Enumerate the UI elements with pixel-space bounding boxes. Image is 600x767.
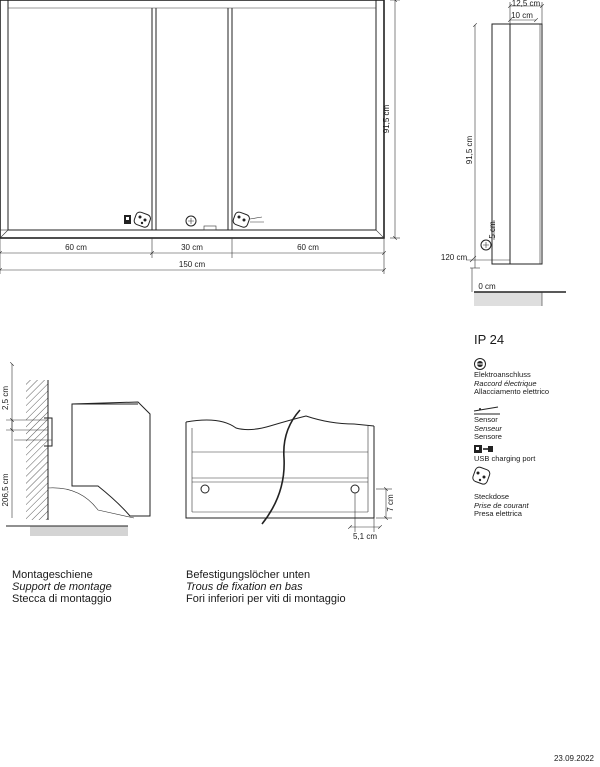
- caption-de: Montageschiene: [12, 569, 93, 581]
- side-socket-offset-label: 5 cm: [488, 221, 497, 239]
- floor-plate: [474, 292, 542, 306]
- socket-icon: [472, 466, 491, 485]
- mounting-hole-right: [350, 484, 360, 494]
- legend-socket: Steckdose Prise de courant Presa elettri…: [474, 492, 529, 519]
- front-view: [0, 0, 400, 274]
- dim-middle-label: 30 cm: [181, 243, 203, 252]
- rail-top-dim-label: 2,5 cm: [1, 386, 10, 410]
- rail-bracket: [44, 417, 53, 447]
- side-outer-depth-label: 12,5 cm: [512, 0, 541, 8]
- floor-plate: [30, 526, 128, 536]
- caption-fr: Trous de fixation en bas: [186, 581, 303, 593]
- legend-line: USB charging port: [474, 454, 536, 463]
- dim-total-label: 150 cm: [179, 260, 206, 269]
- cabinet-bottom-outline: [185, 422, 375, 519]
- mounting-rail-caption: Montageschiene Support de montage Stecca…: [12, 569, 112, 605]
- power-connection-icon-side: [480, 239, 492, 251]
- rail-side-dim-label: 206,5 cm: [1, 473, 10, 506]
- legend-line: Senseur: [474, 423, 502, 433]
- mounting-rail-detail: [6, 364, 151, 536]
- legend-sensor: Sensor Senseur Sensore: [474, 415, 502, 442]
- wall-hatch: [26, 380, 48, 520]
- legend-line: Steckdose: [474, 492, 510, 501]
- drawing-date: 23.09.2022: [553, 754, 594, 763]
- usb-icon-front: [124, 215, 131, 224]
- legend-line: Presa elettrica: [474, 509, 522, 518]
- cabinet-side: [509, 23, 543, 265]
- dim-left-label: 60 cm: [65, 243, 87, 252]
- legend-usb: USB charging port: [474, 454, 536, 464]
- mounting-holes-detail: [185, 409, 392, 532]
- side-inner-depth-label: 10 cm: [511, 11, 533, 20]
- legend-line: Prise de courant: [474, 500, 529, 510]
- caption-it: Fori inferiori per viti di montaggio: [186, 593, 346, 605]
- usb-icon: [474, 445, 493, 453]
- socket-icon-front: [133, 211, 151, 228]
- side-height-label: 91,5 cm: [465, 135, 474, 164]
- side-view: [466, 2, 566, 306]
- legend-line: Allacciamento elettrico: [474, 387, 550, 396]
- side-mount-height-label: 120 cm: [441, 253, 468, 262]
- ip-rating: IP 24: [474, 332, 505, 347]
- caption-it: Stecca di montaggio: [12, 593, 112, 605]
- caption-de: Befestigungslöcher unten: [186, 569, 311, 581]
- cut-edge: [185, 415, 375, 431]
- power-connection-icon-front: [185, 215, 217, 231]
- legend-line: Sensor: [474, 415, 498, 424]
- dim-height-label: 91,5 cm: [382, 104, 391, 133]
- legend-power: Elektroanschluss Raccord électrique Alla…: [474, 370, 550, 397]
- cabinet-frame: [0, 0, 385, 239]
- holes-width-dim-label: 5,1 cm: [353, 532, 377, 541]
- mounting-hole-left: [200, 484, 210, 494]
- power-connection-icon: [474, 358, 486, 370]
- holes-height-dim-label: 7 cm: [386, 494, 395, 512]
- legend-line: Sensore: [474, 432, 502, 441]
- legend-line: Elektroanschluss: [474, 370, 531, 379]
- cabinet-profile: [71, 401, 151, 517]
- cabinet-inner-frame: [7, 0, 377, 231]
- legend-line: Raccord électrique: [474, 378, 537, 388]
- sensor-icon: [473, 406, 500, 415]
- side-floor-label: 0 cm: [478, 282, 496, 291]
- caption-fr: Support de montage: [12, 581, 112, 593]
- socket-icon-front-right: [232, 211, 264, 228]
- mounting-holes-caption: Befestigungslöcher unten Trous de fixati…: [186, 569, 346, 605]
- cabinet-back: [491, 23, 511, 265]
- power-cable: [261, 409, 301, 525]
- dim-right-label: 60 cm: [297, 243, 319, 252]
